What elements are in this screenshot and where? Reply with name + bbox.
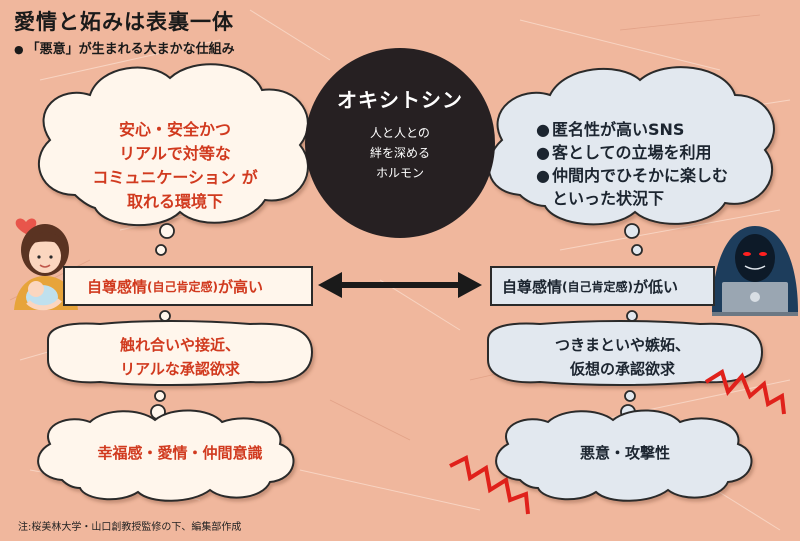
right-bullet: ● [536, 120, 550, 139]
left-self-esteem-bar: 自尊感情(自己肯定感)が高い [63, 266, 313, 306]
page-subtitle: ●「悪意」が生まれる大まかな仕組み [14, 38, 235, 57]
oxytocin-description: 人と人との 絆を深める ホルモン [369, 126, 430, 180]
right-bar-paren: (自己肯定感) [562, 279, 633, 294]
right-condition-cloud [487, 66, 775, 226]
right-cloud-item: ●客としての立場を利用 [536, 143, 712, 162]
right-self-esteem-bar: 自尊感情(自己肯定感)が低い [490, 266, 715, 306]
right-middle-bubble [487, 320, 764, 386]
page-title: 愛情と妬みは表裏一体 [14, 10, 234, 34]
subtitle-text: 「悪意」が生まれる大まかな仕組み [26, 42, 235, 57]
right-bottom-text: 悪意・攻撃性 [579, 444, 670, 462]
right-bar-main: 自尊感情 [502, 277, 563, 296]
subtitle-bullet: ● [14, 43, 24, 56]
right-cloud-item: ●仲間内でひそかに楽しむ [536, 166, 729, 185]
right-bar-tail: が低い [633, 277, 679, 296]
oxytocin-circle: オキシトシン 人と人との 絆を深める ホルモン [305, 48, 495, 238]
left-bar-paren: (自己肯定感) [147, 279, 218, 294]
right-cloud-list: ●匿名性が高いSNS ●客としての立場を利用 ●仲間内でひそかに楽しむ といった… [536, 118, 728, 210]
left-bar-main: 自尊感情 [87, 277, 148, 296]
oxytocin-title: オキシトシン [337, 88, 463, 112]
left-middle-text: 触れ合いや接近、 リアルな承認欲求 [119, 336, 240, 378]
right-cloud-continuation: といった状況下 [552, 189, 665, 208]
right-bullet: ● [536, 166, 550, 185]
right-thought-bubbles-2 [626, 310, 638, 322]
left-middle-bubble [47, 320, 314, 386]
right-middle-text: つきまといや嫉妬、 仮想の承認欲求 [554, 336, 690, 378]
left-thought-bubbles-1 [155, 223, 175, 256]
right-cloud-item: ●匿名性が高いSNS [536, 120, 685, 139]
hooded-hacker-icon [712, 226, 798, 316]
mother-baby-icon [14, 224, 78, 311]
anger-burst-upper [704, 368, 786, 415]
left-thought-bubbles-2 [159, 310, 171, 322]
right-bullet: ● [536, 143, 550, 162]
left-condition-cloud [37, 63, 309, 227]
source-note: 注:桜美林大学・山口創教授監修の下、編集部作成 [18, 522, 242, 533]
left-bar-tail: が高い [218, 277, 264, 296]
left-bottom-cloud [37, 409, 295, 502]
double-arrow [318, 272, 482, 298]
right-bottom-cloud [495, 409, 753, 502]
left-bottom-text: 幸福感・愛情・仲間意識 [97, 444, 263, 462]
anger-burst-lower [449, 455, 530, 515]
left-cloud-text: 安心・安全かつ リアルで対等な コミュニケーション が 取れる環境下 [92, 120, 258, 211]
right-thought-bubbles-1 [624, 223, 643, 256]
